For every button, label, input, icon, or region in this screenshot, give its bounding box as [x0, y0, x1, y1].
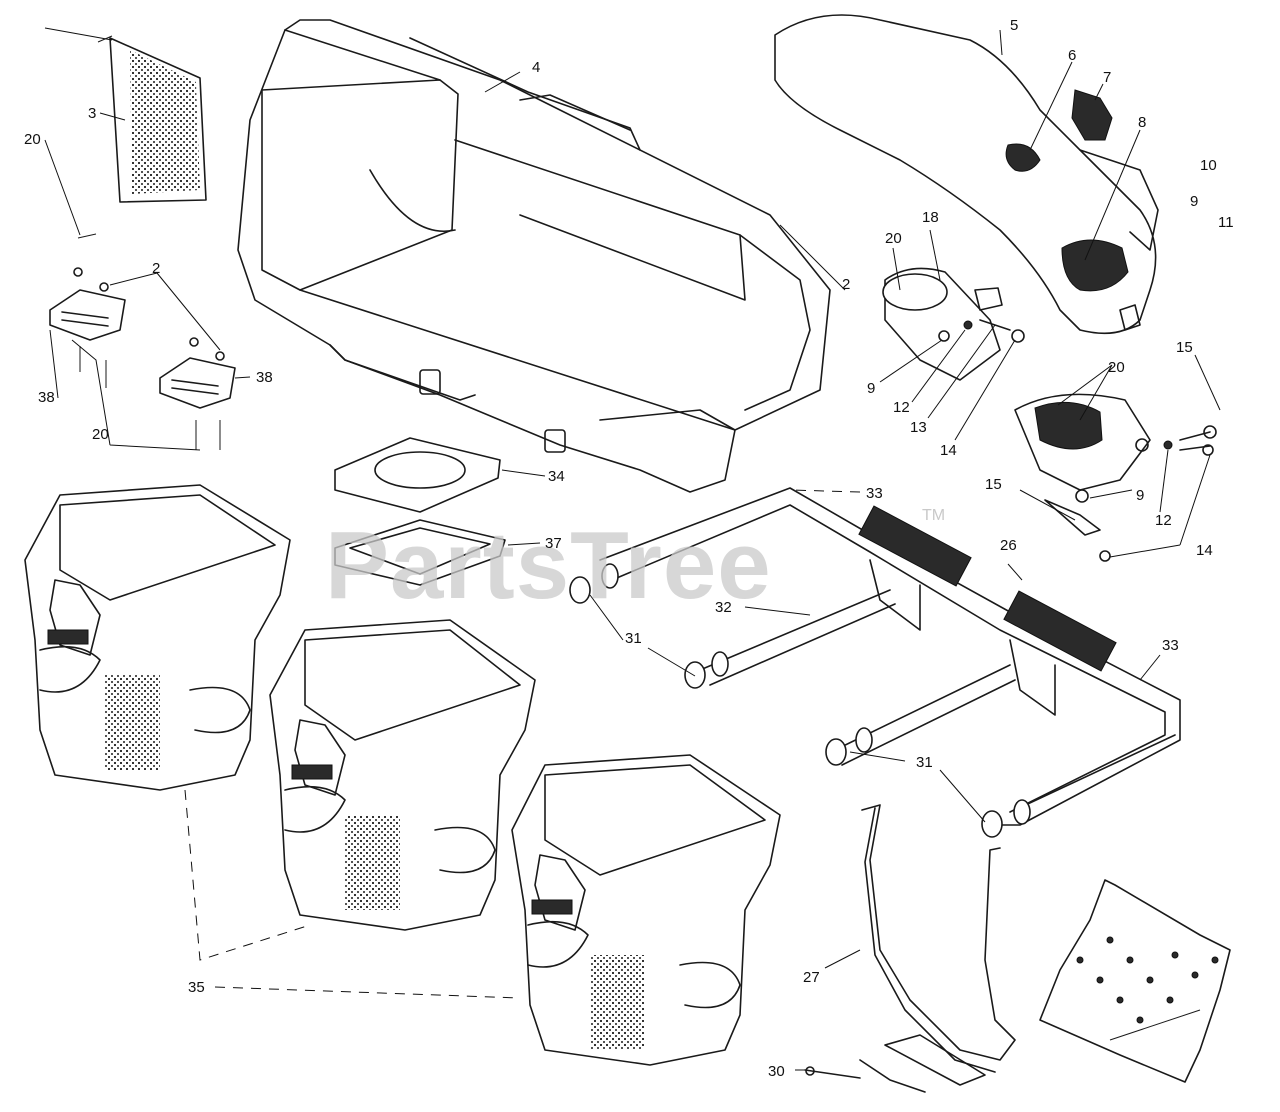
callout-20: 20: [1108, 359, 1125, 376]
callout-37: 37: [545, 535, 562, 552]
callout-26: 26: [1000, 537, 1017, 554]
part-34-gasket: [334, 437, 501, 513]
callout-3: 3: [88, 105, 96, 122]
callout-2: 2: [152, 260, 160, 277]
part-35-bag-1: [24, 484, 291, 791]
callout-15: 15: [985, 476, 1002, 493]
callout-12: 12: [1155, 512, 1172, 529]
callout-18: 18: [922, 209, 939, 226]
leader-lines: [49, 29, 1221, 1071]
callout-9: 9: [867, 380, 875, 397]
callout-38: 38: [38, 389, 55, 406]
part-35-bag-2: [269, 619, 536, 931]
part-27-handle: [859, 804, 1016, 1093]
callout-12: 12: [893, 399, 910, 416]
callout-20: 20: [24, 131, 41, 148]
callout-14: 14: [1196, 542, 1213, 559]
callout-9: 9: [1190, 193, 1198, 210]
callout-labels: 20 3 4 5 6 7 8 10 9 11 2 2 38 38 20 18 2…: [24, 17, 1234, 1080]
part-4-hopper-housing: [237, 19, 831, 493]
callout-32: 32: [715, 599, 732, 616]
callout-2: 2: [842, 276, 850, 293]
callout-33: 33: [866, 485, 883, 502]
perforated-plate: [1039, 879, 1231, 1083]
callout-11: 11: [1218, 214, 1234, 231]
callout-5: 5: [1010, 17, 1018, 34]
part-26-frame: [569, 487, 1181, 838]
part-3-screen: [77, 35, 207, 239]
callout-15: 15: [1176, 339, 1193, 356]
callout-31: 31: [916, 754, 933, 771]
callout-8: 8: [1138, 114, 1146, 131]
callout-20: 20: [885, 230, 902, 247]
watermark-tm: TM: [922, 507, 945, 524]
callout-33: 33: [1162, 637, 1179, 654]
callout-6: 6: [1068, 47, 1076, 64]
callout-27: 27: [803, 969, 820, 986]
callout-13: 13: [910, 419, 927, 436]
callout-4: 4: [532, 59, 540, 76]
callout-34: 34: [548, 468, 565, 485]
part-38-brackets: [44, 27, 236, 451]
part-30-bolt: [804, 1066, 861, 1079]
watermark-text: PartsTree: [325, 512, 772, 619]
watermark: PartsTree TM: [325, 507, 945, 619]
part-5-chute: [774, 14, 1159, 335]
part-37-seal: [334, 519, 506, 586]
callout-10: 10: [1200, 157, 1217, 174]
callout-14: 14: [940, 442, 957, 459]
part-18-mount: [882, 267, 1025, 381]
callout-7: 7: [1103, 69, 1111, 86]
callout-35: 35: [188, 979, 205, 996]
callout-31: 31: [625, 630, 642, 647]
callout-20: 20: [92, 426, 109, 443]
callout-38: 38: [256, 369, 273, 386]
callout-30: 30: [768, 1063, 785, 1080]
part-35-bag-3: [511, 754, 781, 1066]
lower-deflector-plate: [1014, 393, 1217, 562]
callout-9: 9: [1136, 487, 1144, 504]
